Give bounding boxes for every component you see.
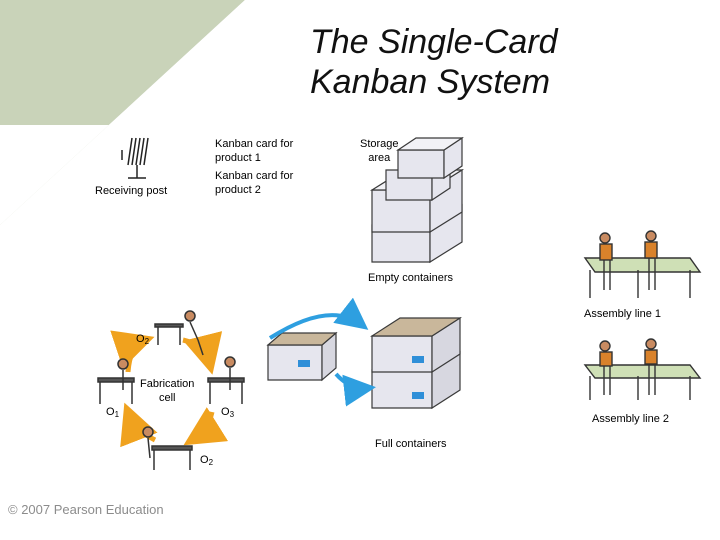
full-containers-label: Full containers — [375, 438, 447, 450]
assembly-line-1-label: Assembly line 1 — [584, 308, 662, 320]
kanban-card-2-label: Kanban card for product 2 — [215, 170, 294, 196]
copyright-text: © 2007 Pearson Education — [8, 502, 164, 517]
container-icon — [369, 316, 463, 374]
operator-label: O3 — [221, 406, 235, 419]
title-line-1: The Single-Card — [310, 23, 558, 61]
flow-arrow-to-storage — [268, 297, 369, 340]
storage-area-label: Storage area — [360, 138, 399, 164]
kanban-card-1-label: Kanban card for product 1 — [215, 138, 294, 164]
worker-icon — [142, 426, 193, 470]
operator-label: O1 — [106, 406, 120, 419]
full-containers-stack — [369, 316, 463, 410]
worker-icon — [154, 310, 204, 356]
assembly-line-1 — [583, 230, 702, 298]
worker-icon — [97, 358, 135, 404]
receiving-post-icon — [121, 137, 149, 179]
assembly-line-2 — [583, 338, 702, 400]
worker-icon — [644, 230, 658, 290]
title-line-2: Kanban System — [310, 63, 551, 101]
receiving-post-label: Receiving post — [95, 185, 168, 197]
flow-arrow-to-full — [334, 372, 376, 407]
container-icon — [396, 136, 464, 180]
fabrication-cell-label: Fabrication cell — [140, 378, 195, 404]
fabrication-output-containers — [266, 331, 338, 382]
worker-icon — [599, 340, 613, 395]
worker-icon — [207, 356, 245, 404]
empty-containers-stack — [369, 136, 465, 264]
worker-icon — [644, 338, 658, 395]
empty-containers-label: Empty containers — [368, 272, 453, 284]
background-band — [0, 0, 720, 248]
worker-icon — [599, 232, 613, 290]
slide-title: The Single-Card Kanban System — [310, 22, 710, 102]
operator-label: O2 — [136, 333, 150, 346]
assembly-line-2-label: Assembly line 2 — [592, 413, 670, 425]
operator-label: O2 — [200, 454, 214, 467]
